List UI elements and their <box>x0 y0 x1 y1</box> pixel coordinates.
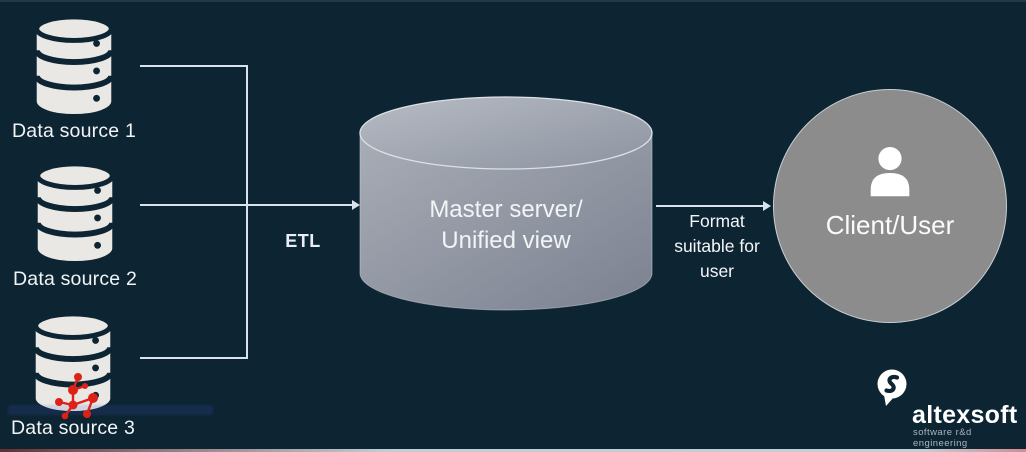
faint-text-watermark <box>8 405 213 415</box>
master-server-label-line1: Master server/ <box>429 196 583 223</box>
format-suitable-label: Format suitable for user <box>659 209 775 284</box>
bottom-border <box>0 449 1026 452</box>
altexsoft-logo-tagline: software r&d engineering <box>913 427 972 449</box>
data-source-2-label: Data source 2 <box>13 268 137 290</box>
master-server-label: Master server/ Unified view <box>358 194 654 256</box>
client-user-circle: Client/User <box>773 89 1007 323</box>
database-icon <box>30 310 116 419</box>
data-source-3-label: Data source 3 <box>11 417 135 439</box>
database-icon <box>31 13 117 122</box>
etl-label: ETL <box>285 231 321 251</box>
master-server-label-line2: Unified view <box>441 227 571 254</box>
red-network-watermark-icon <box>52 370 106 429</box>
format-label-line1: Format <box>689 211 745 231</box>
arrowhead-into-master <box>352 200 360 210</box>
format-label-line2: suitable for <box>674 236 760 256</box>
arrowhead-into-client <box>763 201 771 211</box>
connector-source3 <box>140 357 248 359</box>
connector-vertical-bus <box>246 65 248 359</box>
top-border <box>0 0 1026 2</box>
user-icon <box>868 146 912 207</box>
client-user-label: Client/User <box>825 210 955 240</box>
connector-master-to-client <box>656 205 766 207</box>
data-source-1-label: Data source 1 <box>12 120 136 142</box>
altexsoft-logo-mark-icon <box>876 369 910 412</box>
altexsoft-logo-name: altexsoft <box>912 401 1018 429</box>
format-label-line3: user <box>699 261 735 281</box>
connector-source1 <box>140 65 248 67</box>
master-server-cylinder <box>358 93 654 318</box>
database-icon <box>32 160 118 269</box>
